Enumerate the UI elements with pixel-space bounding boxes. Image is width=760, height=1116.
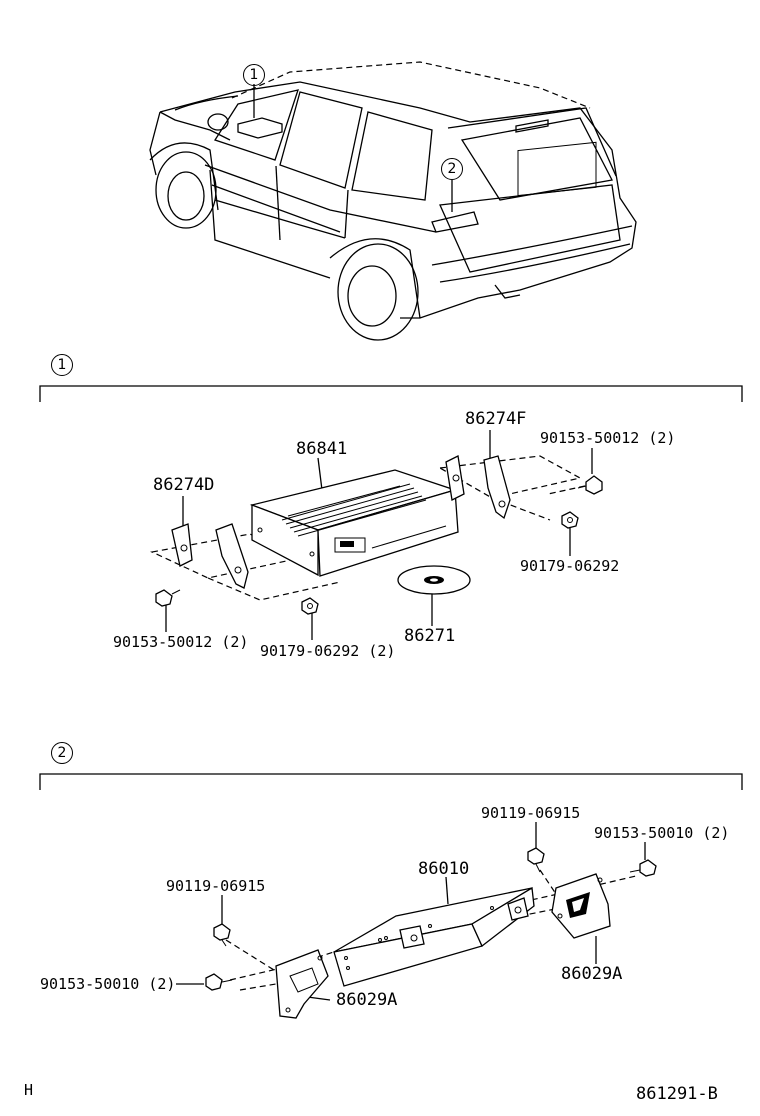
section-1-marker: 1 — [51, 354, 73, 376]
part-label-86029A-left: 86029A — [336, 990, 398, 1010]
fastener-bolt-far-right-2 — [629, 859, 657, 877]
radio-unit-86841 — [249, 469, 459, 577]
bracket-86274D — [171, 523, 249, 589]
fastener-bolt-right-1 — [577, 475, 603, 495]
part-label-86029A-right: 86029A — [561, 964, 623, 984]
fastener-bolt-far-left-2 — [205, 973, 233, 991]
diagram-id: 861291-B — [636, 1084, 718, 1104]
fastener-bolt-left-1 — [155, 589, 181, 607]
section-2-marker: 2 — [51, 742, 73, 764]
vehicle-illustration — [149, 61, 637, 341]
bracket-86029A-right — [551, 873, 611, 939]
part-label-86274F: 86274F — [465, 409, 527, 429]
car-callout-1: 1 — [243, 64, 265, 86]
part-label-bolt-far-right-2: 90153-50010 (2) — [594, 824, 730, 842]
fastener-nut-left-1 — [301, 597, 319, 615]
fastener-nut-right-1 — [561, 511, 579, 529]
section-1-frame — [39, 385, 743, 402]
car-callout-2: 2 — [441, 158, 463, 180]
section-2-leaders — [176, 822, 646, 1001]
bracket-86029A-left — [275, 949, 329, 1019]
section-2-frame — [39, 773, 743, 790]
part-label-86841: 86841 — [296, 439, 348, 459]
footer-code: H — [24, 1081, 34, 1099]
part-label-bolt-left: 90153-50012 (2) — [113, 633, 249, 651]
fastener-bolt-top-right-2 — [527, 847, 545, 873]
part-label-86274D: 86274D — [153, 475, 215, 495]
part-label-bolt-right: 90153-50012 (2) — [540, 429, 676, 447]
disc-86271 — [397, 565, 471, 595]
part-label-nut-right: 90179-06292 — [520, 557, 620, 575]
radio-unit-86010 — [333, 886, 535, 987]
part-label-86010: 86010 — [418, 859, 470, 879]
part-label-86271: 86271 — [404, 626, 456, 646]
fastener-bolt-top-left-2 — [213, 923, 231, 947]
part-label-bolt-top-left-2: 90119-06915 — [166, 877, 266, 895]
part-label-bolt-top-right-2: 90119-06915 — [481, 804, 581, 822]
part-label-bolt-far-left-2: 90153-50010 (2) — [40, 975, 176, 993]
part-label-nut-left: 90179-06292 (2) — [260, 642, 396, 660]
bracket-86274F — [445, 455, 511, 520]
